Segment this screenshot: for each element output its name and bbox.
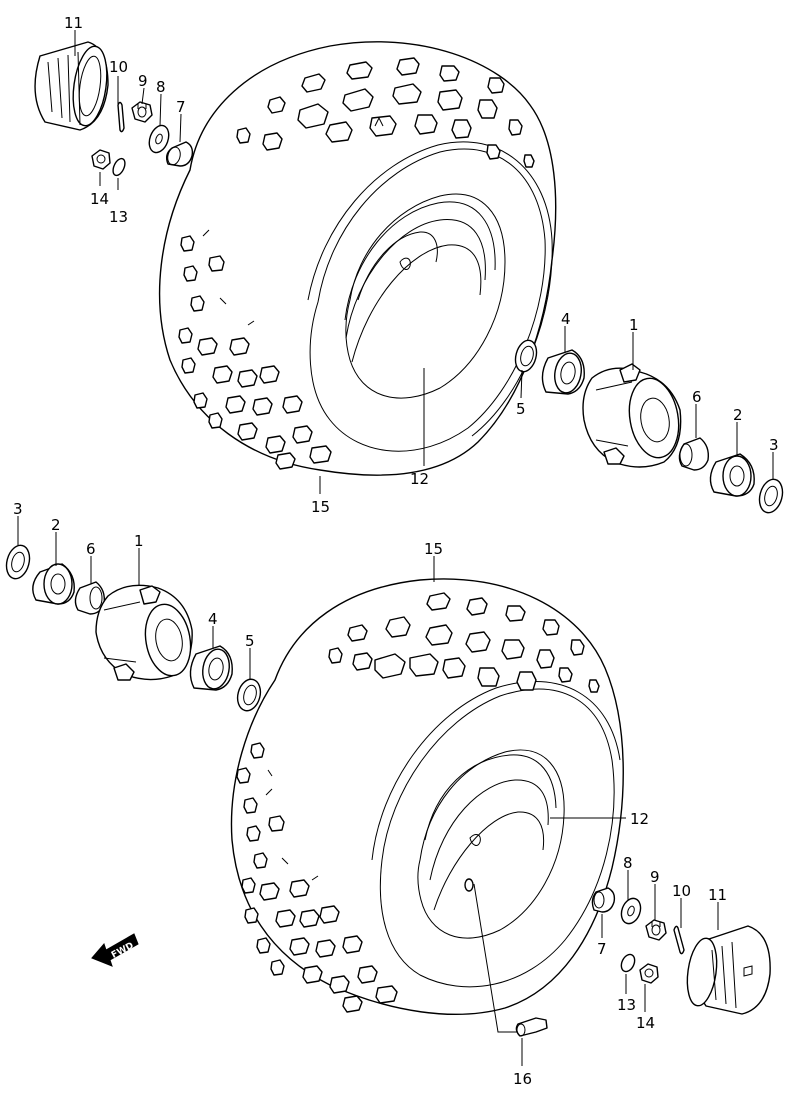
part-7-spacer-bottom [591, 887, 616, 913]
callout-6-top: 6 [692, 388, 702, 406]
callout-5-bottom: 5 [245, 632, 255, 650]
tire-bottom [230, 578, 624, 1015]
bottom-wheel-assembly: 3 2 6 1 4 5 15 12 8 9 10 11 7 13 14 16 [5, 500, 771, 1088]
part-8-washer-bottom [620, 897, 642, 925]
part-4-bearing-top [541, 349, 585, 395]
callout-10-top: 10 [109, 58, 128, 76]
part-10-cotter-pin-top [117, 101, 125, 133]
part-13-washer-top [112, 157, 126, 177]
part-9-castle-nut-bottom [645, 919, 667, 941]
callout-4-top: 4 [561, 310, 571, 328]
callout-8-bottom: 8 [623, 854, 633, 872]
top-wheel-assembly: 11 10 9 8 7 14 13 4 1 5 6 2 3 12 15 [34, 14, 784, 516]
part-6-spacer-top [678, 437, 710, 471]
callout-1-top: 1 [629, 316, 639, 334]
callout-13-bottom: 13 [617, 996, 636, 1014]
leader-lines-bottom [17, 516, 719, 1066]
callout-9-bottom: 9 [650, 868, 660, 886]
part-10-cotter-pin-bottom [673, 925, 685, 955]
part-3-oil-seal-bottom [5, 544, 31, 580]
callout-labels-top: 11 10 9 8 7 14 13 4 1 5 6 2 3 12 15 [64, 14, 779, 516]
part-14-nut-top [91, 149, 111, 170]
part-9-castle-nut-top [131, 101, 153, 123]
part-1-hub-top [582, 363, 682, 468]
part-11-cap-top [34, 41, 109, 131]
callout-14-top: 14 [90, 190, 109, 208]
callout-2-top: 2 [733, 406, 743, 424]
part-11-cap-bottom [686, 925, 771, 1015]
callout-8-top: 8 [156, 78, 166, 96]
callout-13-top: 13 [109, 208, 128, 226]
forward-arrow-icon: FWD [91, 933, 139, 967]
part-5-oil-seal-bottom [236, 678, 262, 712]
part-13-washer-bottom [620, 953, 636, 973]
callout-15-bottom: 15 [424, 540, 443, 558]
callout-16-bottom: 16 [513, 1070, 532, 1088]
callout-2-bottom: 2 [51, 516, 61, 534]
callout-12-top: 12 [410, 470, 429, 488]
part-4-bearing-bottom [189, 645, 233, 691]
part-2-bearing-top [709, 453, 755, 497]
callout-12-bottom: 12 [630, 810, 649, 828]
callout-3-bottom: 3 [13, 500, 23, 518]
part-16-valve-bottom [515, 1017, 548, 1037]
part-1-hub-bottom [95, 584, 193, 681]
callout-1-bottom: 1 [134, 532, 144, 550]
callout-5-top: 5 [516, 400, 526, 418]
callout-11-bottom: 11 [708, 886, 727, 904]
part-2-bearing-bottom [32, 563, 75, 605]
part-5-oil-seal-top [514, 339, 538, 373]
callout-15-top: 15 [311, 498, 330, 516]
callout-4-bottom: 4 [208, 610, 218, 628]
callout-10-bottom: 10 [672, 882, 691, 900]
callout-labels-bottom: 3 2 6 1 4 5 15 12 8 9 10 11 7 13 14 16 [13, 500, 727, 1088]
leader-lines-top [74, 30, 774, 494]
callout-7-bottom: 7 [597, 940, 607, 958]
callout-6-bottom: 6 [86, 540, 96, 558]
part-14-nut-bottom [639, 963, 659, 984]
callout-9-top: 9 [138, 72, 148, 90]
part-7-spacer-top [165, 141, 194, 167]
callout-14-bottom: 14 [636, 1014, 655, 1032]
callout-3-top: 3 [769, 436, 779, 454]
callout-11-top: 11 [64, 14, 83, 32]
part-3-oil-seal-top [758, 478, 784, 514]
callout-7-top: 7 [176, 98, 186, 116]
part-8-washer-top [148, 124, 170, 154]
tire-top [158, 41, 557, 476]
